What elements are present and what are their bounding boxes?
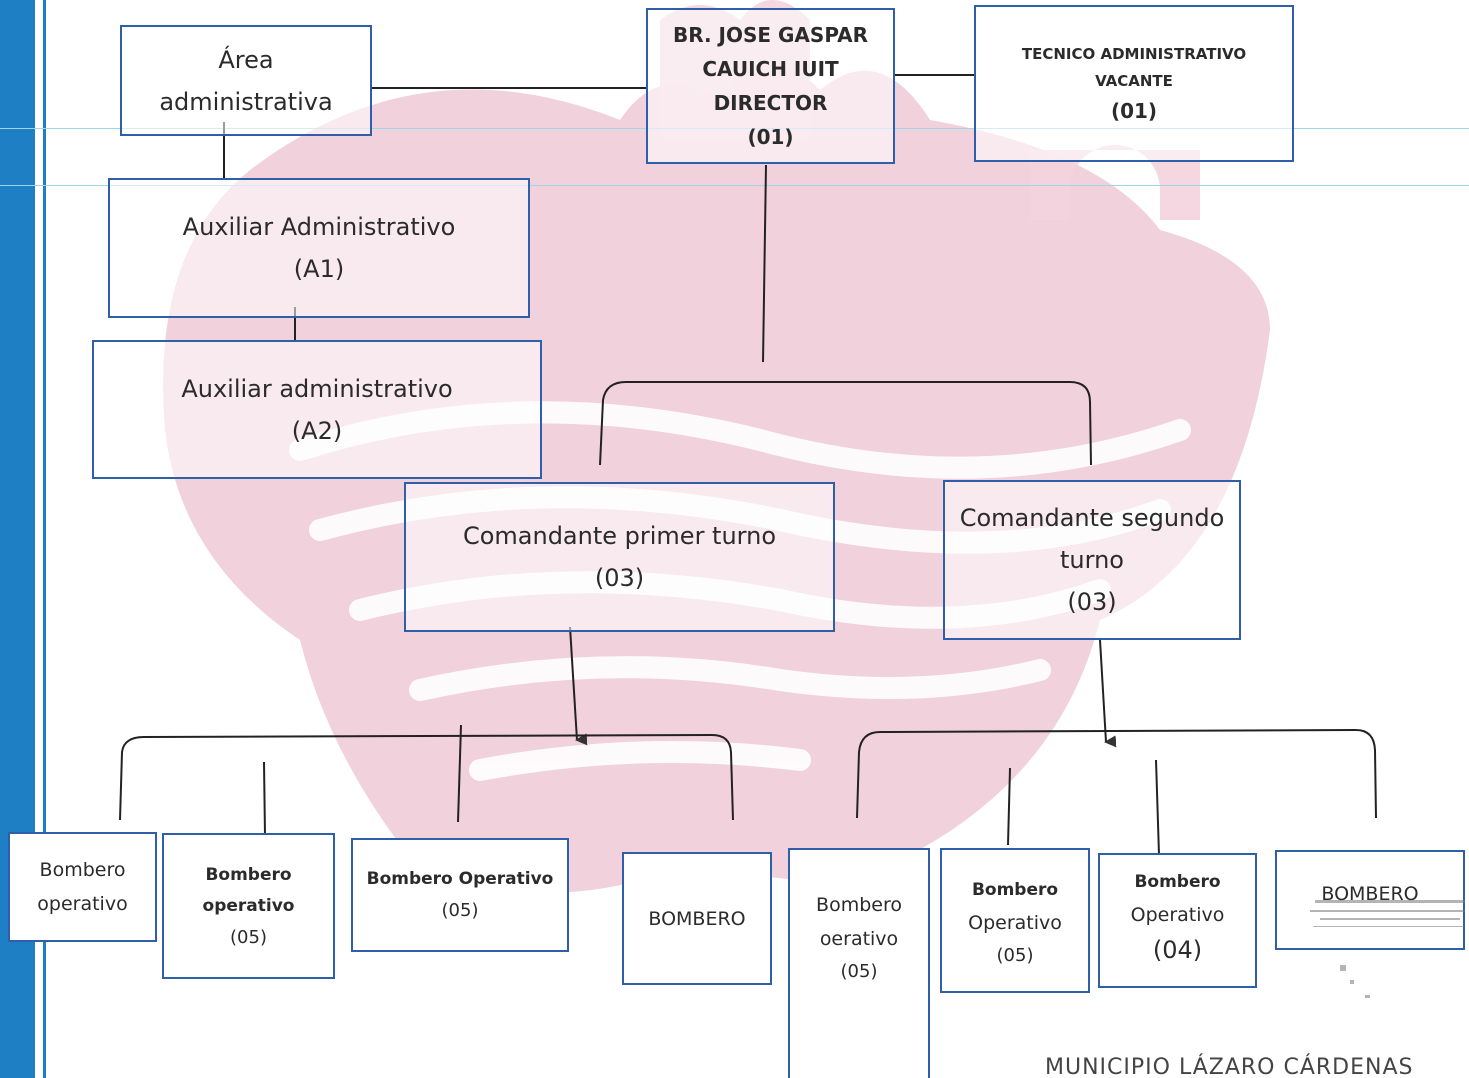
bracket-turno-2 [856, 728, 1377, 819]
comandante-2-count: (03) [1067, 588, 1117, 616]
bombero-role: Operativo [968, 912, 1062, 934]
tecnico-title: TECNICO ADMINISTRATIVO [1021, 44, 1247, 63]
tecnico-status: VACANTE [1095, 71, 1173, 90]
bombero-role: oerativo [819, 928, 899, 950]
tecnico-administrativo-box: TECNICO ADMINISTRATIVO VACANTE (01) [974, 5, 1294, 162]
bombero-title: BOMBERO [1321, 883, 1419, 905]
bombero-count: (05) [996, 945, 1034, 966]
comandante-segundo-turno-box: Comandante segundo turno (03) [943, 480, 1241, 640]
bombero-box: Bombero Operativo (05) [351, 838, 569, 952]
auxiliar-a2-box: Auxiliar administrativo (A2) [92, 340, 542, 479]
area-admin-label: Área [218, 45, 274, 74]
bombero-box: Bombero operativo (05) [162, 833, 335, 979]
bombero-count: (05) [441, 900, 479, 921]
official-stamp-mark [1310, 900, 1465, 998]
bombero-role: Operativo [1130, 904, 1225, 926]
bombero-title: Bombero Operativo [366, 869, 554, 889]
comandante-1-title: Comandante primer turno [462, 522, 777, 550]
aux-a1-title: Auxiliar Administrativo [182, 213, 456, 241]
connector-bombero-7 [1155, 759, 1160, 856]
bombero-title: Bombero [39, 859, 126, 881]
bombero-count: (04) [1152, 936, 1203, 964]
bracket-comandantes [599, 381, 1092, 466]
bombero-role: operativo [37, 893, 128, 915]
municipality-footer: MUNICIPIO LÁZARO CÁRDENAS [1045, 1055, 1414, 1078]
guide-rule [0, 185, 1469, 186]
bombero-title: Bombero [205, 864, 292, 885]
arrow-comandante-1 [569, 626, 588, 746]
bombero-title: Bombero [1134, 872, 1221, 892]
bombero-box: Bombero operativo [8, 832, 157, 942]
bombero-count: (05) [230, 926, 267, 948]
bracket-turno-1 [119, 733, 734, 821]
bombero-role: operativo [202, 895, 295, 916]
bombero-count: (05) [840, 961, 878, 982]
director-name: BR. JOSE GASPAR [672, 23, 869, 47]
bombero-box: Bombero Operativo (05) [940, 848, 1090, 993]
tecnico-count: (01) [1110, 98, 1158, 123]
bombero-box: BOMBERO [622, 852, 772, 985]
arrow-comandante-2 [1099, 639, 1117, 748]
aux-a2-title: Auxiliar administrativo [181, 374, 453, 403]
bombero-title: Bombero [816, 894, 902, 916]
comandante-2-title: turno [1060, 546, 1124, 574]
area-administrativa-box: Área administrativa [120, 25, 372, 136]
bombero-title: Bombero [971, 880, 1059, 900]
bombero-title: BOMBERO [648, 907, 746, 930]
auxiliar-a1-box: Auxiliar Administrativo (A1) [108, 178, 530, 318]
connector-bombero-2 [263, 761, 266, 837]
bombero-box: Bombero Operativo (04) [1098, 853, 1257, 988]
comandante-2-title: Comandante segundo [959, 504, 1225, 532]
comandante-1-count: (03) [594, 564, 645, 592]
aux-a2-code: (A2) [291, 416, 343, 445]
area-admin-label: administrativa [159, 87, 333, 116]
director-name: CAUICH IUIT [702, 57, 839, 81]
connector-bombero-6 [1007, 767, 1011, 846]
left-accent-line [43, 0, 46, 1078]
director-count: (01) [747, 125, 794, 149]
director-title: DIRECTOR [713, 91, 828, 115]
connector-bombero-3 [457, 724, 462, 823]
aux-a1-code: (A1) [293, 255, 345, 283]
connector-director-trunk [762, 164, 767, 363]
bombero-box: Bombero oerativo (05) [788, 848, 930, 1078]
director-box: BR. JOSE GASPAR CAUICH IUIT DIRECTOR (01… [646, 8, 895, 164]
comandante-primer-turno-box: Comandante primer turno (03) [404, 482, 835, 632]
